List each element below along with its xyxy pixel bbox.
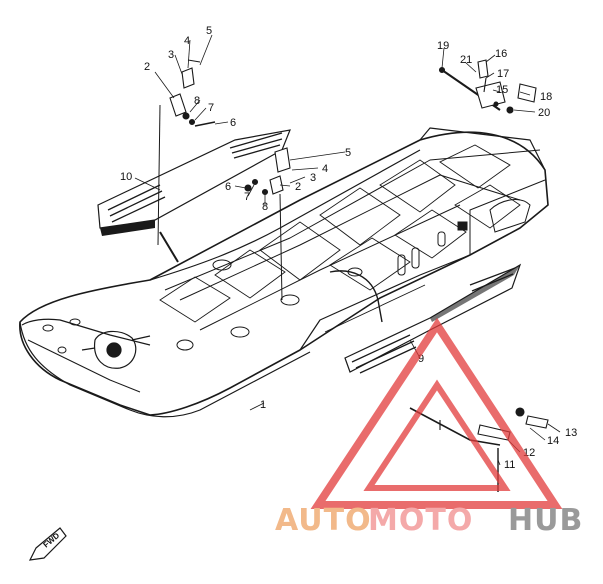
callout-9: 9 <box>418 353 424 365</box>
callout-20: 20 <box>538 107 550 119</box>
callout-16: 16 <box>495 48 507 60</box>
upper-left-bracket-assembly <box>157 59 216 246</box>
automotohub-watermark: AUTO MOTO HUB <box>275 317 583 538</box>
callout-3: 3 <box>310 172 316 184</box>
callout-18: 18 <box>540 91 552 103</box>
callout-10: 10 <box>120 171 132 183</box>
callout-7: 7 <box>208 102 214 114</box>
callout-4: 4 <box>184 35 190 47</box>
callout-1: 1 <box>260 399 266 411</box>
cable <box>329 270 383 323</box>
callout-13: 13 <box>565 427 577 439</box>
callout-5: 5 <box>206 25 212 37</box>
callout-19: 19 <box>437 40 449 52</box>
watermark-moto: MOTO <box>368 503 473 538</box>
callout-15: 15 <box>496 84 508 96</box>
callout-6: 6 <box>230 117 236 129</box>
callout-3: 3 <box>168 49 174 61</box>
side-slots <box>397 199 531 276</box>
frame-lattice <box>159 144 521 323</box>
leader-lines <box>134 34 561 466</box>
watermark-triangle <box>310 317 563 509</box>
callout-5: 5 <box>345 147 351 159</box>
hinge-assembly <box>438 59 537 114</box>
callout-2: 2 <box>144 61 150 73</box>
middle-bracket-assembly <box>244 147 291 301</box>
mount-holes <box>42 259 363 354</box>
right-footrest <box>344 263 522 374</box>
callout-21: 21 <box>460 54 472 66</box>
callout-17: 17 <box>497 68 509 80</box>
callout-4: 4 <box>322 163 328 175</box>
frame-body <box>19 127 549 418</box>
watermark-auto: AUTO <box>275 503 372 538</box>
callout-11: 11 <box>504 459 515 471</box>
callout-labels: 1 2 2 3 3 4 4 5 5 6 6 7 7 8 8 9 10 11 12… <box>120 25 577 471</box>
callout-8: 8 <box>194 95 200 107</box>
callout-8: 8 <box>262 201 268 213</box>
callout-2: 2 <box>295 181 301 193</box>
callout-6: 6 <box>225 181 231 193</box>
rod <box>159 231 179 263</box>
callout-7: 7 <box>244 191 250 203</box>
callout-14: 14 <box>547 435 559 447</box>
front-housing <box>81 330 151 369</box>
watermark-hub: HUB <box>508 503 583 538</box>
forward-direction-marker: FWD <box>28 527 67 561</box>
